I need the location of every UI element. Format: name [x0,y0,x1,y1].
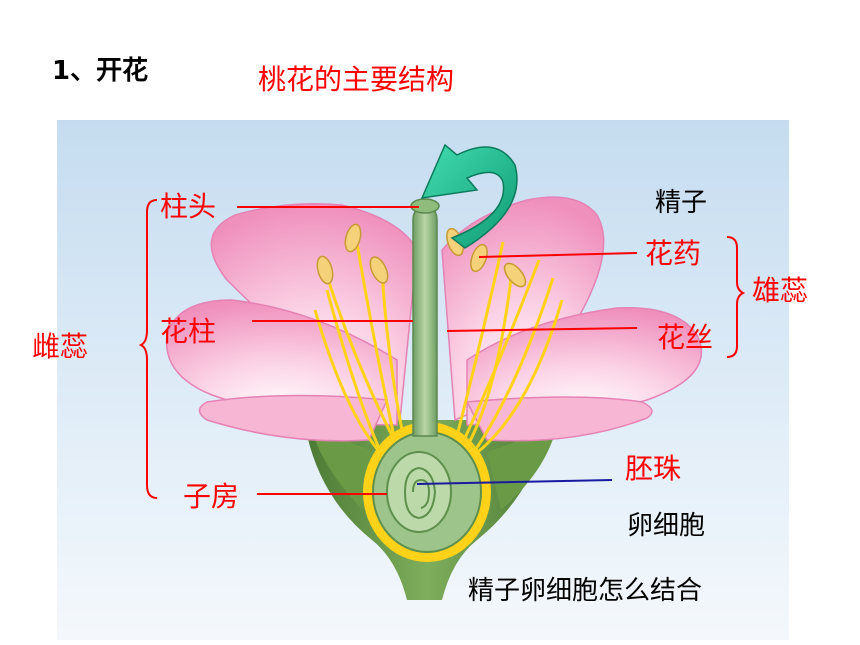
filament-leader [446,327,638,332]
label-pistil: 雌蕊 [32,330,89,363]
flower-illustration [57,120,789,640]
anthers [316,223,527,288]
diagram-title: 桃花的主要结构 [258,63,455,96]
pollination-arrow-icon [420,143,518,249]
ovule [386,451,452,533]
label-filament: 花丝 [657,321,714,354]
label-stigma: 柱头 [160,190,217,223]
section-heading: 1、开花 [52,56,149,86]
sepal-left [309,420,375,510]
style [412,205,438,437]
stamen-bracket [726,236,746,358]
label-ovule: 胚珠 [625,452,682,485]
sepal-right [487,425,557,510]
question-text: 精子卵细胞怎么结合 [468,576,703,606]
label-anther: 花药 [645,237,702,270]
label-ovary: 子房 [183,480,240,513]
petal-front-left [198,394,389,442]
flower-diagram-panel [57,120,789,640]
label-style: 花柱 [160,315,217,348]
label-stamen: 雄蕊 [752,274,809,307]
label-sperm: 精子 [655,188,708,218]
petal-front-right [465,396,653,442]
pistil-bracket [138,199,158,499]
ovule-leader [416,479,613,485]
label-egg-cell: 卵细胞 [627,511,706,541]
anther-leader [478,252,638,258]
